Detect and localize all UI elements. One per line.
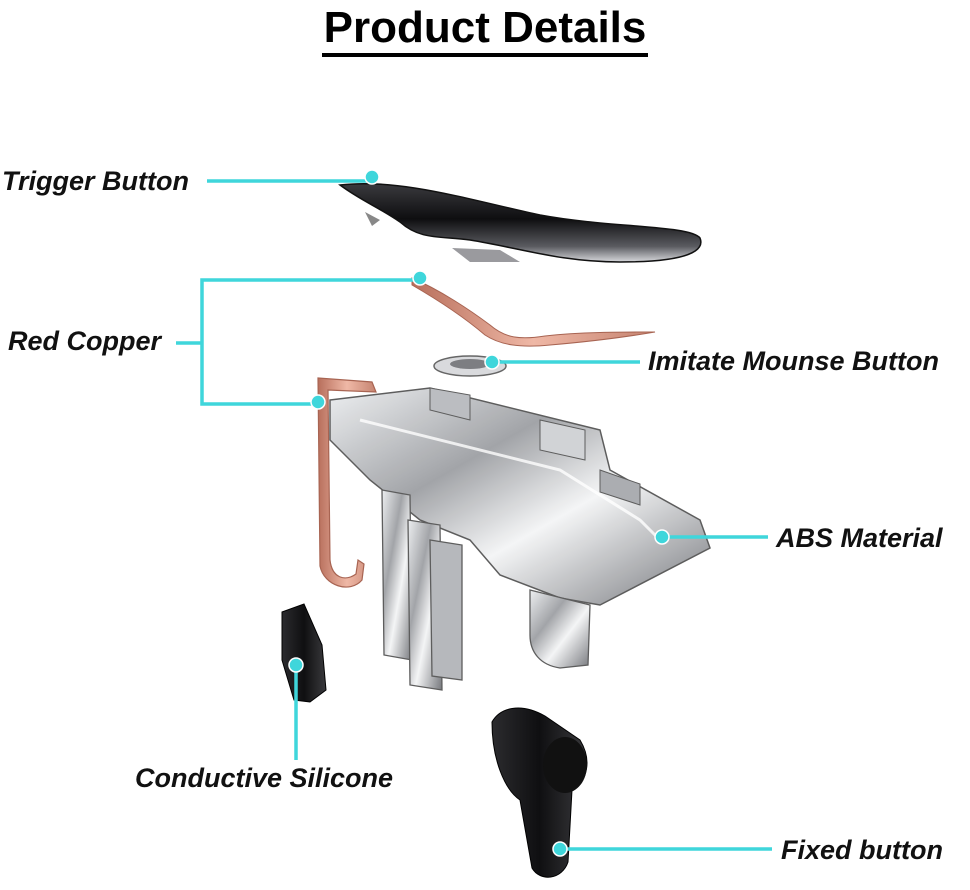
label-conductive-silicone: Conductive Silicone: [135, 763, 394, 793]
leader-lines: [176, 179, 772, 851]
dot-fixed-button: [552, 841, 568, 857]
label-trigger-button: Trigger Button: [2, 166, 189, 196]
dot-red-copper-clip: [310, 394, 326, 410]
dot-red-copper-top: [412, 270, 428, 286]
label-fixed-button: Fixed button: [781, 835, 943, 865]
dot-abs-material: [654, 529, 670, 545]
label-red-copper: Red Copper: [8, 326, 162, 356]
label-abs-material: ABS Material: [776, 523, 943, 553]
leader-dots: [288, 169, 670, 857]
dot-imitate-mouse-button: [484, 354, 500, 370]
leader-red-copper: [200, 278, 420, 406]
page-title: Product Details: [0, 0, 970, 57]
trigger-button-part: [338, 182, 702, 263]
conductive-silicone-part: [281, 603, 327, 703]
dot-conductive-silicone: [288, 657, 304, 673]
fixed-button-part: [491, 707, 588, 878]
red-copper-strip: [411, 277, 656, 347]
title-text: Product Details: [321, 3, 649, 57]
label-imitate-mouse-button: Imitate Mounse Button: [648, 346, 939, 376]
abs-body-part: [329, 387, 711, 691]
dot-trigger-button: [364, 169, 380, 185]
